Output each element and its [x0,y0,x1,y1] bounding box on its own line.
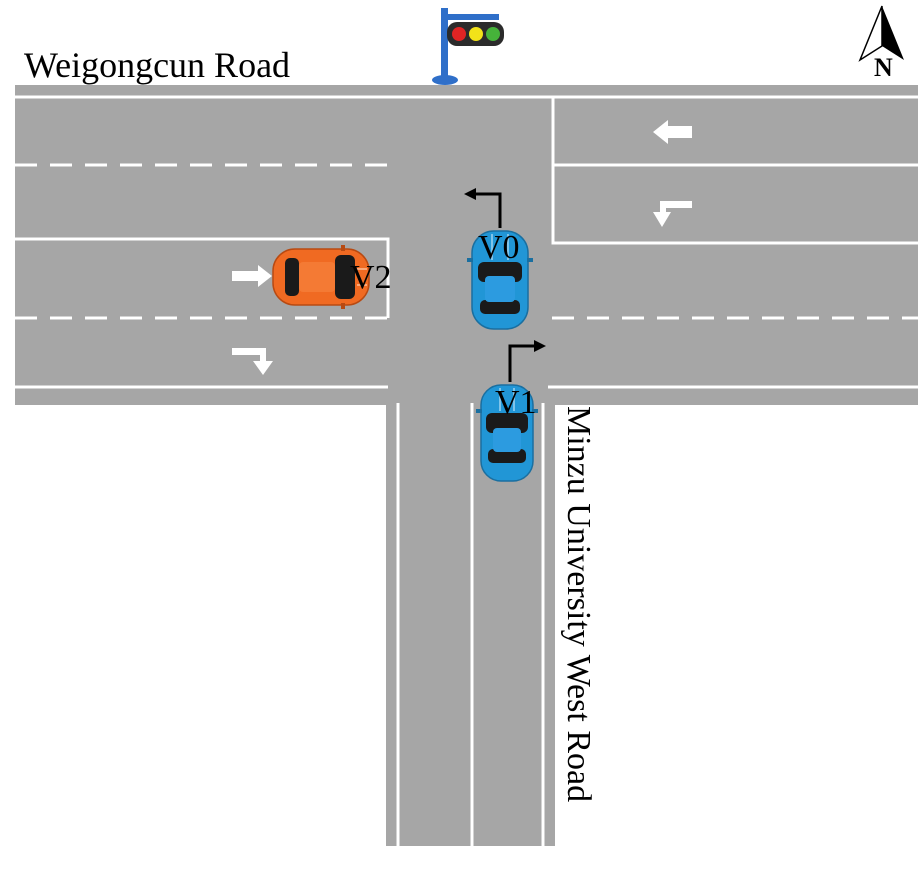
minzu-road-label: Minzu University West Road [560,406,597,802]
v2-label: V2 [350,259,392,296]
west-stop-line [15,237,390,318]
westbound-straight-arrow-icon [653,120,692,144]
v1-right-turn-arrow-icon [508,340,546,382]
v1-label: V1 [495,384,537,421]
compass-label: N [874,53,893,82]
v0-label: V0 [478,229,520,266]
north-compass-icon: N [858,5,904,82]
v0-left-turn-arrow-icon [464,188,502,228]
lane-markings [15,95,918,846]
right-turn-arrow-icon [232,348,273,375]
lane-arrows [232,120,692,375]
vehicle-v1 [476,384,538,482]
straight-arrow-icon [232,265,272,287]
vehicle-v2 [272,245,370,309]
traffic-light-icon [432,8,504,85]
road-surface [15,85,918,846]
weigongcun-road-label: Weigongcun Road [24,45,290,85]
east-stop-line [551,97,918,245]
left-turn-arrow-icon [653,201,692,227]
weigongcun-road-surface [15,85,918,405]
vehicle-v0 [467,230,533,330]
